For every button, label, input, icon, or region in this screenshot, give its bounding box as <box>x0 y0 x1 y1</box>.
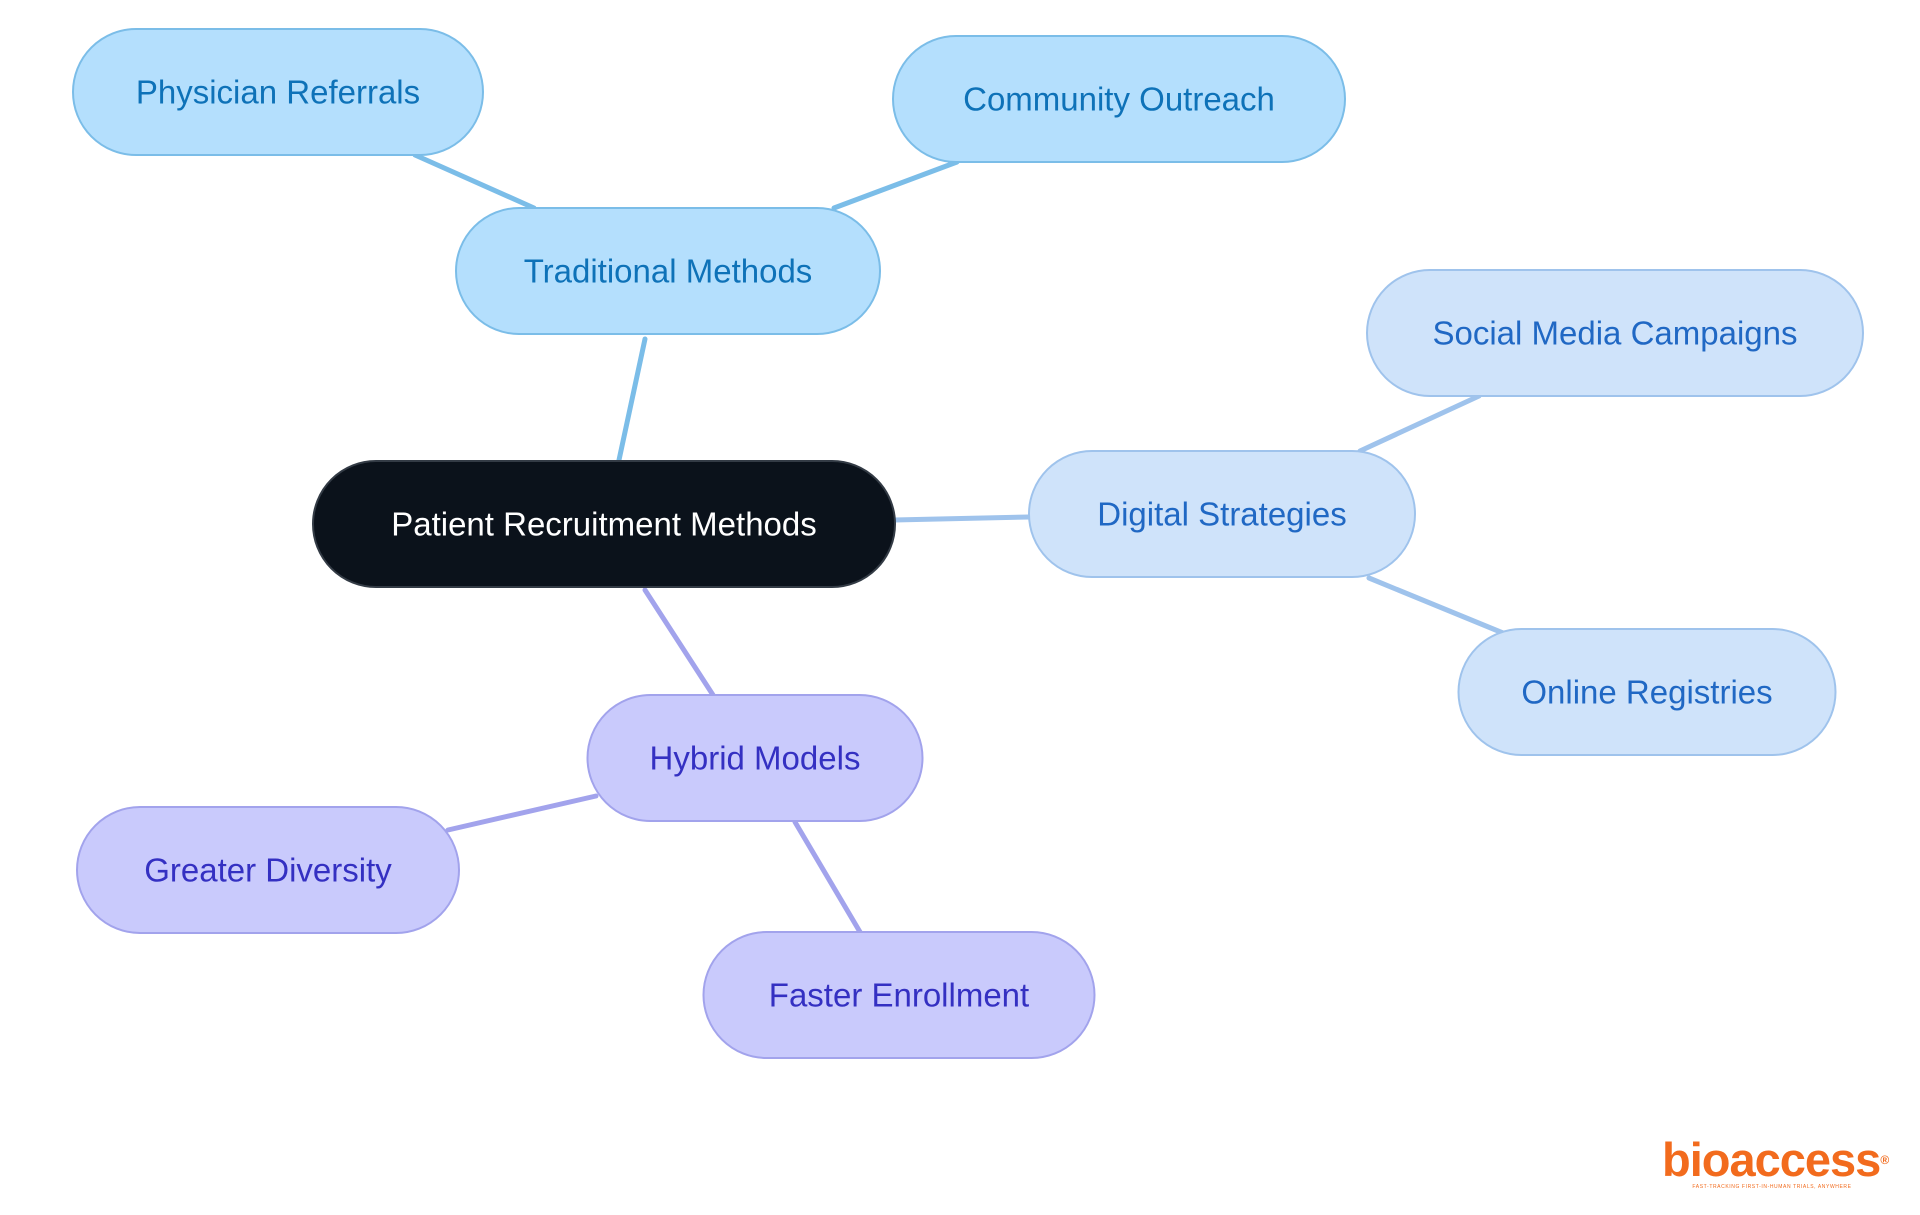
branch-node-digital-shape <box>1028 450 1416 578</box>
leaf-node-registries: Online Registries <box>1457 628 1837 756</box>
edge-3 <box>831 159 960 211</box>
edges <box>412 152 1506 935</box>
leaf-node-enrollment: Faster Enrollment <box>702 931 1096 1059</box>
leaf-node-community: Community Outreach <box>892 35 1346 163</box>
edge-1 <box>616 336 648 463</box>
leaf-node-physician-label: Physician Referrals <box>136 74 420 111</box>
branch-node-traditional: Traditional Methods <box>455 207 881 335</box>
leaf-node-enrollment-label: Faster Enrollment <box>769 977 1029 1014</box>
edge-9 <box>792 819 863 935</box>
logo-registered-mark: ® <box>1880 1153 1889 1167</box>
leaf-node-diversity: Greater Diversity <box>76 806 460 934</box>
leaf-node-community-shape <box>892 35 1346 163</box>
nodes: Patient Recruitment Methods Traditional M… <box>72 28 1864 1059</box>
branch-node-digital-label: Digital Strategies <box>1097 496 1346 533</box>
bioaccess-logo: bioaccess® FAST-TRACKING FIRST-IN-HUMAN … <box>1662 1136 1889 1192</box>
branch-node-traditional-label: Traditional Methods <box>524 253 813 290</box>
branch-node-traditional-shape <box>455 207 881 335</box>
branch-node-digital: Digital Strategies <box>1028 450 1416 578</box>
leaf-node-registries-shape <box>1457 628 1837 756</box>
root-node-root-label: Patient Recruitment Methods <box>391 506 817 543</box>
leaf-node-social-label: Social Media Campaigns <box>1432 315 1797 352</box>
edge-6 <box>1366 575 1506 636</box>
leaf-node-physician: Physician Referrals <box>72 28 484 156</box>
branch-node-hybrid-label: Hybrid Models <box>650 740 861 777</box>
edge-4 <box>891 514 1032 523</box>
leaf-node-social: Social Media Campaigns <box>1366 269 1864 397</box>
leaf-node-enrollment-shape <box>702 931 1096 1059</box>
logo-wordmark: bioaccess <box>1662 1133 1881 1186</box>
edge-8 <box>445 793 599 833</box>
root-node-root-shape <box>312 460 896 588</box>
leaf-node-physician-shape <box>72 28 484 156</box>
leaf-node-registries-label: Online Registries <box>1521 674 1772 711</box>
leaf-node-social-shape <box>1366 269 1864 397</box>
leaf-node-diversity-label: Greater Diversity <box>144 852 392 889</box>
branch-node-hybrid: Hybrid Models <box>586 694 924 822</box>
edge-7 <box>642 587 716 698</box>
leaf-node-diversity-shape <box>76 806 460 934</box>
root-node-root: Patient Recruitment Methods <box>312 460 896 588</box>
edge-5 <box>1357 393 1482 454</box>
logo-tagline: FAST-TRACKING FIRST-IN-HUMAN TRIALS, ANY… <box>1692 1184 1852 1190</box>
edge-2 <box>412 152 537 211</box>
branch-node-hybrid-shape <box>586 694 924 822</box>
leaf-node-community-label: Community Outreach <box>963 81 1275 118</box>
